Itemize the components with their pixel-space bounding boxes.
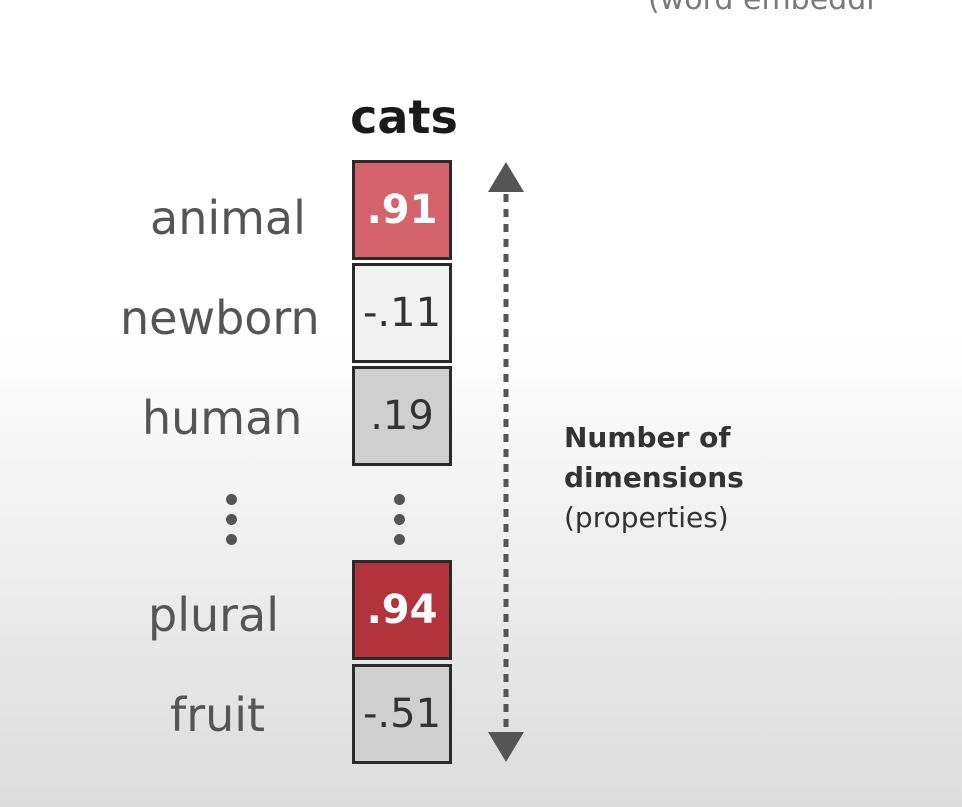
- cell-value: .19: [370, 393, 434, 439]
- annotation-line-2: dimensions: [564, 461, 744, 494]
- annotation-line-1: Number of: [564, 421, 731, 454]
- vertical-ellipsis-icon: [394, 494, 406, 554]
- row-label-human: human: [142, 391, 303, 445]
- row-label-newborn: newborn: [120, 291, 320, 345]
- vector-cell-fruit: -.51: [352, 664, 452, 764]
- corner-title: (word embeddi: [648, 0, 875, 17]
- double-arrow-icon: [488, 162, 524, 762]
- row-label-fruit: fruit: [170, 688, 266, 742]
- vector-cell-animal: .91: [352, 160, 452, 260]
- annotation-line-3: (properties): [564, 501, 729, 534]
- cell-value: -.11: [362, 290, 442, 336]
- word-title: cats: [350, 90, 458, 144]
- vector-cell-human: .19: [352, 366, 452, 466]
- vector-cell-plural: .94: [352, 560, 452, 660]
- row-label-plural: plural: [148, 588, 280, 642]
- vertical-ellipsis-icon: [226, 494, 238, 554]
- vector-cell-newborn: -.11: [352, 263, 452, 363]
- cell-value: .94: [366, 587, 438, 633]
- dimensions-annotation: Number of dimensions (properties): [564, 418, 744, 538]
- cell-value: .91: [366, 187, 438, 233]
- row-label-animal: animal: [150, 191, 306, 245]
- cell-value: -.51: [362, 691, 442, 737]
